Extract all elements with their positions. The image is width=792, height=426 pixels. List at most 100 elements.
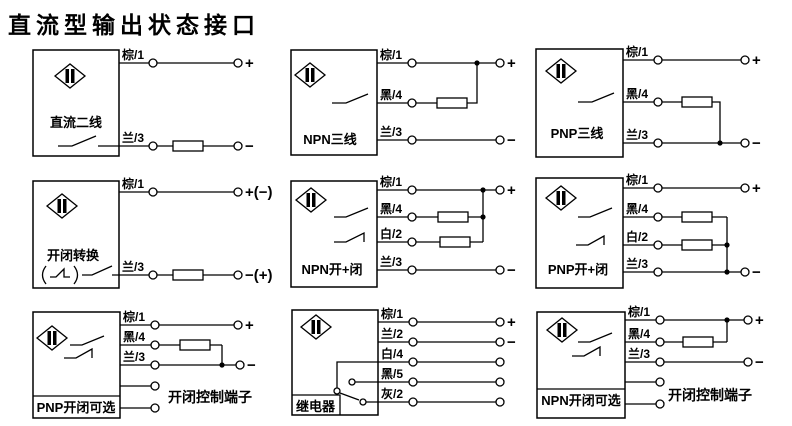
terminal-sign: −: [245, 138, 254, 155]
diagram-dc-2wire: 棕/1 兰/3 + − 直流二线: [32, 47, 254, 157]
connector-circle: [408, 357, 418, 367]
connector-circle: [407, 237, 417, 247]
wire-label: 棕/1: [121, 47, 144, 62]
diagram-label: NPN开+闭: [301, 262, 362, 277]
control-terminal-label: 开闭控制端子: [668, 387, 752, 403]
wire-label: 灰/2: [381, 386, 403, 401]
wire-label: 兰/3: [380, 254, 402, 269]
relay-contact-circle: [359, 398, 367, 406]
relay-common-lead: [336, 361, 378, 388]
terminal-circle: [495, 317, 505, 327]
terminal-circle: [495, 185, 505, 195]
diagram-label: 继电器: [296, 399, 336, 414]
terminal-circle: [495, 377, 505, 387]
terminal-sign: −(+): [245, 267, 273, 284]
connector-circle: [653, 240, 663, 250]
sensor-box: [32, 49, 120, 157]
diagram-label: PNP开+闭: [548, 262, 608, 277]
terminal-sign: −: [247, 357, 256, 374]
wire-label: 兰/3: [122, 130, 144, 145]
wire-label: 兰/3: [628, 346, 650, 361]
terminal-sign: −: [755, 354, 764, 371]
wire-label: 兰/3: [122, 259, 144, 274]
resistor: [172, 140, 204, 152]
diagram-label: NPN三线: [303, 132, 356, 147]
connector-circle: [655, 357, 665, 367]
resistor: [681, 211, 713, 223]
wire-label: 黑/5: [381, 367, 403, 381]
switch-no-icon: [578, 207, 613, 218]
control-terminal-circle: [655, 377, 665, 387]
terminal-circle: [495, 58, 505, 68]
connector-circle: [408, 337, 418, 347]
relay-contact-circle: [348, 378, 356, 386]
resistor: [681, 96, 713, 108]
connector-circle: [407, 98, 417, 108]
sensor-box: [535, 48, 624, 158]
connector-circle: [653, 183, 663, 193]
terminal-circle: [743, 315, 753, 325]
switch-nc-icon: [576, 234, 605, 246]
connector-circle: [150, 340, 160, 350]
control-terminal-circle: [150, 381, 160, 391]
resistor: [436, 97, 468, 109]
terminal-sign: +: [755, 312, 764, 329]
connector-circle: [408, 397, 418, 407]
connector-circle: [407, 212, 417, 222]
diagram-label: PNP开闭可选: [37, 400, 116, 415]
connector-circle: [653, 55, 663, 65]
terminal-sign: +: [507, 55, 516, 72]
wire-label: 黑/4: [626, 87, 648, 101]
diagram-switch-convert: 棕/1 兰/3 +(−) −(+) 开闭转换: [32, 176, 273, 289]
switch-no-icon: [82, 265, 113, 276]
paren-open-shape: [41, 265, 47, 285]
junction-dot: [724, 242, 730, 248]
junction-dot: [219, 362, 225, 368]
resistor: [172, 269, 204, 281]
junction-dot: [474, 60, 480, 66]
connector-circle: [655, 315, 665, 325]
wire-label: 棕/1: [379, 174, 402, 189]
terminal-circle: [740, 267, 750, 277]
wire-label: 兰/2: [381, 326, 403, 341]
switch-nc-icon: [334, 231, 365, 243]
wire-label: 兰/3: [626, 256, 648, 271]
terminal-circle: [495, 337, 505, 347]
connector-circle: [150, 320, 160, 330]
diagram-npn-no-nc: 棕/1 黑/4 白/2 兰/3 + − NPN开+闭: [290, 174, 516, 288]
diagram-npn-3wire: 棕/1 黑/4 兰/3 + − NPN三线: [290, 47, 516, 156]
terminal-sign: +: [507, 314, 516, 331]
switch-no-icon: [578, 92, 615, 103]
terminal-circle: [740, 55, 750, 65]
terminal-circle: [740, 183, 750, 193]
wire-label: 棕/1: [121, 176, 144, 191]
wire-label: 黑/4: [123, 330, 145, 344]
wire-label: 棕/1: [379, 47, 402, 62]
junction-dot: [724, 269, 730, 275]
wire-label: 棕/1: [122, 309, 145, 324]
diagram-relay: 棕/1 兰/2 白/4 黑/5 灰/2 + − 继电器: [291, 306, 516, 416]
wire-label: 黑/4: [628, 327, 650, 341]
terminal-circle: [233, 320, 243, 330]
connector-circle: [148, 187, 158, 197]
terminal-sign: +: [245, 55, 254, 72]
terminal-sign: +(−): [245, 184, 273, 201]
connector-circle: [653, 267, 663, 277]
label-compartment: [292, 394, 341, 415]
wire-label: 兰/3: [123, 349, 145, 364]
diagram-label: 开闭转换: [47, 248, 100, 263]
diagram-npn-selectable: 棕/1 黑/4 兰/3 + − NPN开闭可选 开闭控制端子: [536, 304, 764, 419]
resistor: [681, 239, 713, 251]
switch-no-icon: [332, 93, 369, 104]
page-title: 直流型输出状态接口: [8, 12, 260, 38]
terminal-circle: [233, 141, 243, 151]
terminal-sign: +: [752, 180, 761, 197]
terminal-sign: +: [245, 317, 254, 334]
terminal-circle: [495, 135, 505, 145]
wire-label: 棕/1: [380, 306, 403, 321]
connector-circle: [148, 141, 158, 151]
switch-no-icon: [578, 332, 613, 343]
sensor-symbol-icon: [294, 62, 326, 88]
switch-no-icon: [58, 135, 97, 147]
